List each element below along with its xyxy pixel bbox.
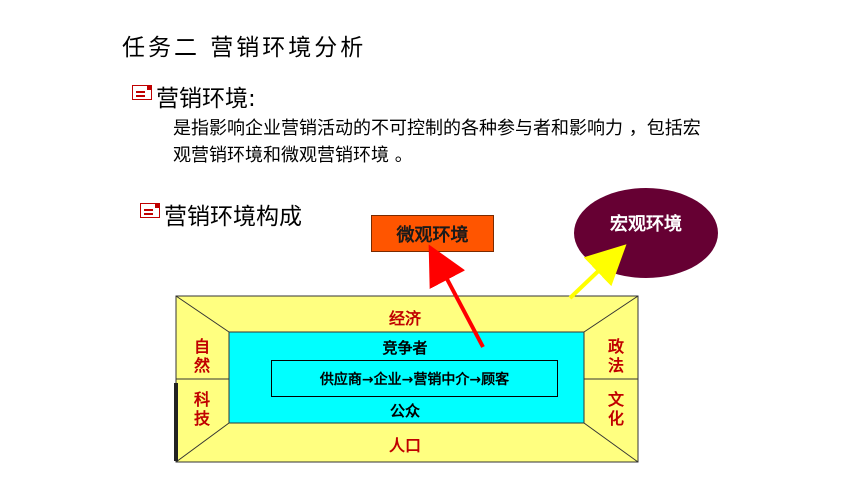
section-heading-environment: 营销环境: bbox=[156, 86, 256, 112]
note-icon bbox=[132, 85, 152, 100]
politics-law-label: 政法 bbox=[607, 337, 624, 375]
micro-arrow bbox=[428, 244, 485, 348]
macro-arrow bbox=[568, 244, 627, 300]
definition-text: 是指影响企业营销活动的不可控制的各种参与者和影响力 ，包括宏观营销环境和微观营销… bbox=[173, 118, 701, 166]
left-accent bbox=[174, 383, 178, 461]
corner-line bbox=[583, 295, 639, 333]
competitors-label: 竞争者 bbox=[382, 339, 428, 357]
supply-chain-box: 供应商→企业→营销中介→顾客 bbox=[271, 360, 558, 397]
culture-label: 文化 bbox=[607, 390, 624, 428]
note-icon bbox=[140, 203, 160, 218]
technology-label: 科技 bbox=[193, 390, 210, 428]
section-heading-composition: 营销环境构成 bbox=[164, 204, 302, 230]
corner-line bbox=[175, 422, 230, 463]
population-label: 人口 bbox=[388, 436, 421, 455]
economy-label: 经济 bbox=[388, 309, 421, 328]
public-label: 公众 bbox=[389, 402, 420, 420]
nature-label: 自然 bbox=[193, 337, 210, 375]
page-title: 任务二 营销环境分析 bbox=[122, 35, 367, 61]
corner-line bbox=[175, 295, 230, 333]
inner-frame bbox=[228, 331, 585, 424]
corner-line bbox=[583, 422, 639, 463]
